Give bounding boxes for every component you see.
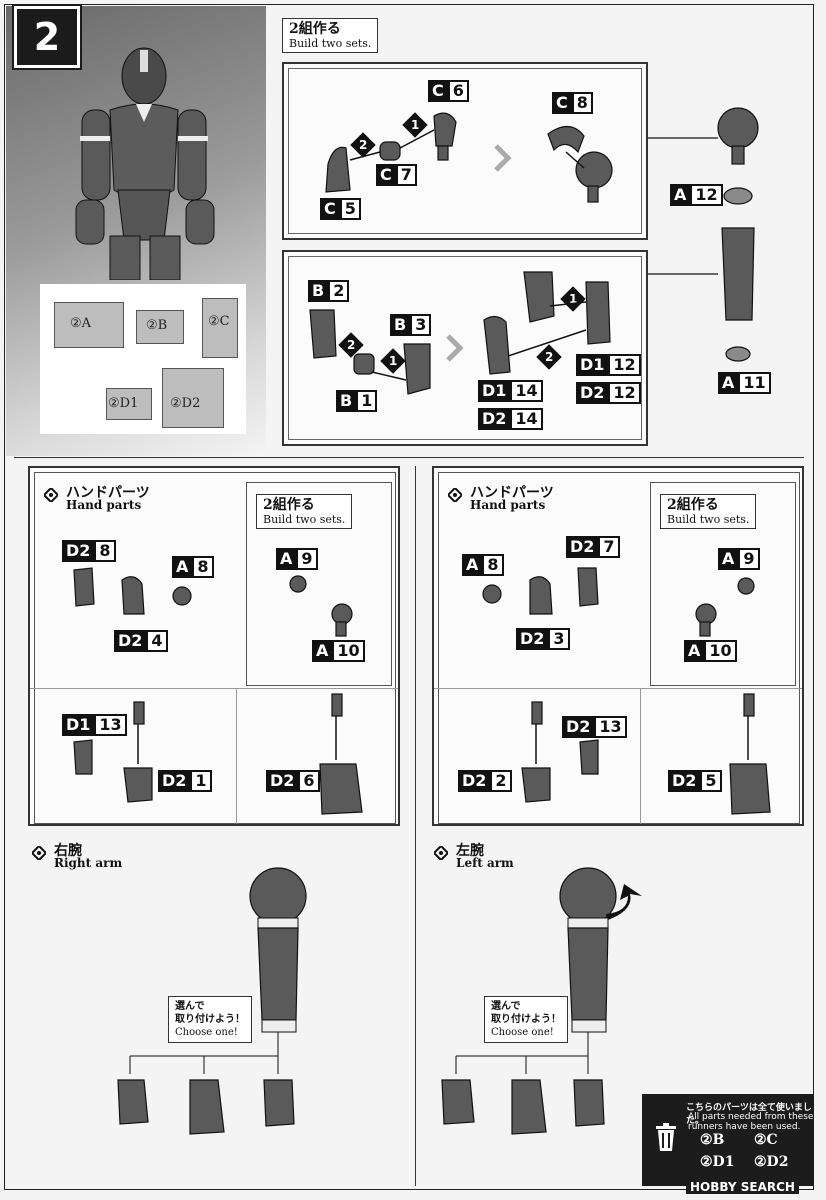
runner-b-label: ②B <box>146 318 168 333</box>
runners-used-notice: こちらのパーツは全て使いました。 All parts needed from t… <box>642 1094 814 1186</box>
used-runner: ②B <box>700 1132 725 1148</box>
watermark: HOBBY SEARCH <box>686 1180 799 1194</box>
runner-d1-label: ②D1 <box>108 396 139 411</box>
used-runner: ②D2 <box>754 1154 789 1170</box>
hand-parts-panel-left: ハンドパーツ Hand parts 2組作る Build two sets. D… <box>28 466 400 826</box>
hand-parts-title: ハンドパーツ <box>470 485 554 501</box>
notice-en-2: runners have been used. <box>688 1122 801 1132</box>
hand-parts-subtitle: Hand parts <box>66 498 142 512</box>
diamond-step-icon <box>44 488 58 502</box>
column-divider <box>415 466 416 1186</box>
hand-parts-subtitle: Hand parts <box>470 498 546 512</box>
runner-a-label: ②A <box>70 316 92 331</box>
runner-d1-image <box>106 388 152 420</box>
runner-b-image <box>136 310 184 344</box>
build-two-sets-note: 2組作る Build two sets. <box>256 494 353 529</box>
assembly-2-drawing <box>309 271 611 395</box>
side-assembly-drawing <box>648 107 759 362</box>
left-arm-drawing <box>441 867 642 1135</box>
page-frame <box>4 4 814 1190</box>
note-subtitle: Build two sets. <box>289 37 372 50</box>
notice-jp: こちらのパーツは全て使いました。 <box>686 1103 812 1126</box>
step-number: 2 <box>12 4 82 70</box>
robot-figure-illustration <box>75 47 215 280</box>
note-title: 2組作る <box>289 21 341 37</box>
used-runner: ②D1 <box>700 1154 735 1170</box>
runner-c-label: ②C <box>208 314 230 329</box>
runner-a-image <box>54 302 124 348</box>
diamond-step-icon <box>434 846 448 860</box>
used-runner: ②C <box>754 1132 778 1148</box>
build-two-sets-note: 2組作る Build two sets. <box>282 18 379 53</box>
section-divider <box>14 457 804 458</box>
runner-c-image <box>202 298 238 358</box>
right-arm-title: 右腕 <box>54 843 82 859</box>
hand-parts-right-drawing <box>482 567 771 815</box>
right-arm-drawing <box>117 867 307 1135</box>
runner-panel: ②A ②B ②C ②D1 ②D2 <box>40 284 246 434</box>
right-arm-subtitle: Right arm <box>54 856 123 870</box>
trash-icon <box>656 1123 676 1151</box>
notice-en-1: All parts needed from these <box>688 1112 814 1122</box>
diamond-step-icon <box>448 488 462 502</box>
hand-parts-left-drawing <box>73 567 363 815</box>
build-two-sets-note: 2組作る Build two sets. <box>660 494 757 529</box>
runner-d2-label: ②D2 <box>170 396 201 411</box>
choose-one-note: 選んで 取り付けよう！ Choose one! <box>484 996 568 1043</box>
diamond-step-icon <box>32 846 46 860</box>
assembly-1-drawing <box>325 112 613 203</box>
hand-parts-title: ハンドパーツ <box>66 485 150 501</box>
hand-parts-panel-right: ハンドパーツ Hand parts 2組作る Build two sets. A… <box>432 466 804 826</box>
left-arm-subtitle: Left arm <box>456 856 514 870</box>
left-arm-title: 左腕 <box>456 843 484 859</box>
runner-d2-image <box>162 368 224 428</box>
choose-one-note: 選んで 取り付けよう！ Choose one! <box>168 996 252 1043</box>
